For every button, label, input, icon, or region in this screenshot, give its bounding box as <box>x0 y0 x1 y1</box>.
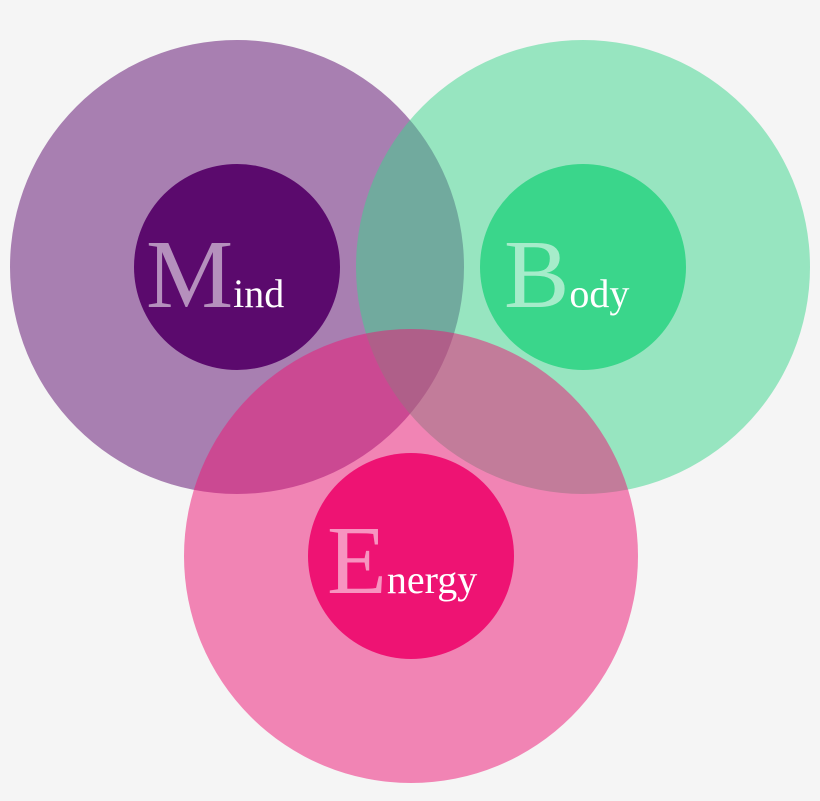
body-rest: ody <box>569 271 630 316</box>
energy-rest: nergy <box>386 557 478 602</box>
mind-inner-circle <box>134 164 340 370</box>
body-inner-circle <box>480 164 686 370</box>
mind-rest: ind <box>233 271 285 316</box>
body-initial: B <box>504 221 570 329</box>
energy-initial: E <box>327 507 387 615</box>
energy-inner-circle <box>308 453 514 659</box>
mind-label: Mind <box>146 226 284 324</box>
mind-initial: M <box>146 221 234 329</box>
body-label: Body <box>504 226 629 324</box>
energy-label: Energy <box>327 512 477 610</box>
